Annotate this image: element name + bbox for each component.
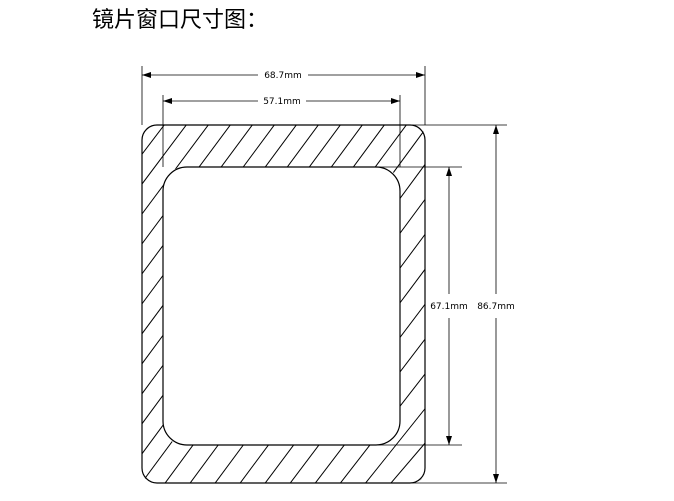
- inner-width-label: 57.1mm: [263, 97, 301, 107]
- page-title: 镜片窗口尺寸图：: [92, 8, 269, 33]
- inner-height-dimension: 67.1mm: [430, 167, 468, 445]
- extension-lines: [141, 66, 507, 484]
- inner-width-dimension: 57.1mm: [163, 97, 400, 107]
- outer-frame-outline: [141, 124, 426, 484]
- outer-height-dimension: 86.7mm: [477, 125, 515, 483]
- outer-width-dimension: 68.7mm: [142, 71, 425, 81]
- inner-height-label: 67.1mm: [430, 302, 468, 312]
- outer-width-label: 68.7mm: [264, 71, 302, 81]
- inner-window-outline: [162, 166, 401, 446]
- outer-height-label: 86.7mm: [477, 302, 515, 312]
